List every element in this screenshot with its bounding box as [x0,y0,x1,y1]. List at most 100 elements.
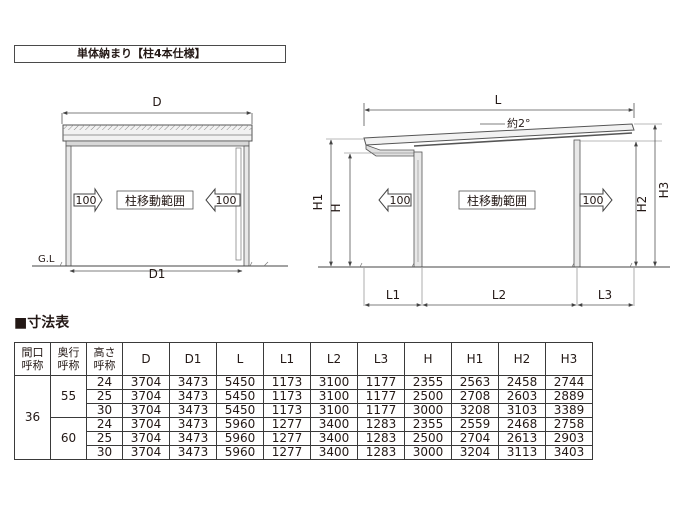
table-cell: 3204 [451,445,499,460]
table-cell: 3473 [169,431,217,446]
side-range-label: 柱移動範囲 [467,193,527,208]
table-header-cell: L [216,342,264,376]
table-cell: 1177 [357,403,405,418]
table-header-text: 高さ [93,346,116,359]
side-beam [413,132,633,147]
front-arrow-right: 100 [205,187,241,213]
table-cell: 1177 [357,375,405,390]
table-header-cell: H2 [498,342,546,376]
front-ground-hatch [59,261,269,267]
gl-label: G.L [38,254,55,265]
table-cell: 1277 [263,431,311,446]
l3-label: L3 [598,288,612,302]
table-cell: 2563 [451,375,499,390]
front-arrow-left: 100 [73,187,103,213]
side-ground-hatch [359,262,633,268]
page-title: 単体納まり【柱4本仕様】 [14,45,286,63]
table-cell: 3473 [169,445,217,460]
table-header-cell: H [404,342,452,376]
table-cell: 3400 [310,417,358,432]
table-cell: 5450 [216,375,264,390]
table-header-text: 間口 [21,346,44,359]
side-roof [363,123,635,146]
table-header-cell: D [122,342,170,376]
front-range-box [116,190,194,210]
side-view: L 約2° 100 100 柱移動範囲 H1 [311,93,671,307]
table-cell: 1173 [263,403,311,418]
l2-label: L2 [492,288,506,302]
table-cell: 3704 [122,431,170,446]
table-cell: 1283 [357,431,405,446]
table-cell: 5960 [216,417,264,432]
table-cell: 1283 [357,417,405,432]
side-right-100: 100 [583,194,604,207]
table-cell: 2704 [451,431,499,446]
table-header-text: 呼称 [57,359,80,372]
front-post-right [243,145,250,267]
table-header-cell: 奥行呼称 [50,342,87,376]
table-cell: 1277 [263,417,311,432]
table-cell: 2889 [545,389,593,404]
table-header-cell: 間口呼称 [14,342,51,376]
table-cell: 1173 [263,375,311,390]
side-arrow-right: 100 [579,187,613,213]
table-header-text: 呼称 [93,359,116,372]
table-header-cell: D1 [169,342,217,376]
table-cell: 30 [86,445,123,460]
front-left-100: 100 [76,194,97,207]
table-cell: 5450 [216,403,264,418]
front-roof-hatch [63,125,252,130]
table-cell: 3473 [169,375,217,390]
slope-label: 約2° [507,116,531,130]
table-cell: 2708 [451,389,499,404]
table-cell: 2613 [498,431,546,446]
table-cell: 5960 [216,445,264,460]
side-left-100: 100 [390,194,411,207]
table-cell: 5450 [216,389,264,404]
l1-label: L1 [386,288,400,302]
table-cell: 3100 [310,403,358,418]
table-cell: 2758 [545,417,593,432]
l-label: L [495,93,502,107]
table-cell: 2355 [404,417,452,432]
table-header-cell: L3 [357,342,405,376]
h1-label: H1 [311,194,325,211]
table-cell: 1283 [357,445,405,460]
table-cell: 3113 [498,445,546,460]
table-cell: 2559 [451,417,499,432]
table-cell: 3704 [122,417,170,432]
table-cell: 25 [86,389,123,404]
table-cell: 24 [86,417,123,432]
side-range-box [458,190,536,210]
front-range-label: 柱移動範囲 [125,193,185,208]
table-cell: 30 [86,403,123,418]
table-cell: 3389 [545,403,593,418]
table-cell: 2603 [498,389,546,404]
table-cell: 1177 [357,389,405,404]
table-cell: 3400 [310,445,358,460]
side-gutter [365,144,415,157]
table-header-cell: H1 [451,342,499,376]
table-cell-depth: 55 [50,375,87,418]
table-cell: 3100 [310,375,358,390]
table-header-cell: L2 [310,342,358,376]
table-cell: 5960 [216,431,264,446]
table-cell: 3000 [404,403,452,418]
table-cell: 3100 [310,389,358,404]
table-cell: 2458 [498,375,546,390]
table-cell: 3473 [169,403,217,418]
table-cell: 3704 [122,389,170,404]
table-cell: 2468 [498,417,546,432]
dimension-diagram: D 100 100 柱移動範囲 G.L D1 [32,93,671,307]
table-cell: 1173 [263,389,311,404]
table-header-cell: L1 [263,342,311,376]
table-header-text: 呼称 [21,359,44,372]
